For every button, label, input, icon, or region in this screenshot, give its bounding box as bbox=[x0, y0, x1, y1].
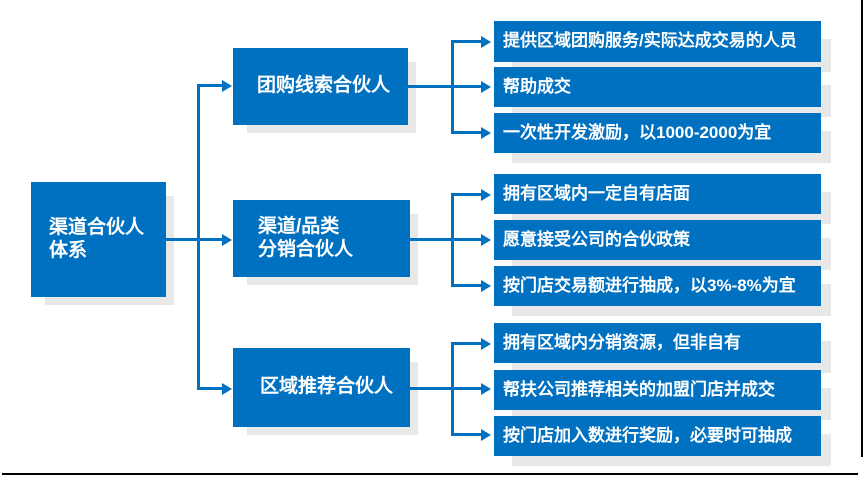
leaf-label: 按门店加入数进行奖励，必要时可抽成 bbox=[503, 425, 792, 445]
leaf-node: 按门店交易额进行抽成，以3%-8%为宜 bbox=[494, 266, 821, 306]
arrowhead-icon bbox=[481, 429, 491, 441]
leaf-label: 按门店交易额进行抽成，以3%-8%为宜 bbox=[503, 275, 796, 295]
arrowhead-icon bbox=[481, 234, 491, 246]
arrowhead-icon bbox=[222, 234, 232, 246]
node-label: 团购线索合伙人 bbox=[257, 75, 391, 97]
connector-branch3-bracket bbox=[451, 342, 454, 436]
node-label: 渠道合伙人 体系 bbox=[49, 217, 145, 261]
leaf-node: 帮助成交 bbox=[494, 67, 821, 107]
arrowhead-icon bbox=[481, 338, 491, 350]
leaf-node: 按门店加入数进行奖励，必要时可抽成 bbox=[494, 416, 821, 456]
leaf-label: 帮扶公司推荐相关的加盟门店并成交 bbox=[503, 379, 775, 399]
leaf-node: 拥有区域内分销资源，但非自有 bbox=[494, 323, 821, 363]
connector-to-branch-3 bbox=[197, 387, 222, 390]
leaf-label: 帮助成交 bbox=[503, 76, 571, 96]
page-border-bottom-line bbox=[2, 473, 858, 475]
arrowhead-icon bbox=[481, 36, 491, 48]
leaf-node: 一次性开发激励，以1000-2000为宜 bbox=[494, 113, 821, 153]
arrowhead-icon bbox=[222, 80, 232, 92]
connector-trunk bbox=[197, 84, 200, 390]
connector-branch3-feed bbox=[410, 387, 482, 390]
connector-to-branch-1 bbox=[197, 84, 222, 87]
arrowhead-icon bbox=[222, 383, 232, 395]
leaf-node: 愿意接受公司的合伙政策 bbox=[494, 220, 821, 260]
connector-branch1-feed bbox=[408, 85, 482, 88]
connector-branch2-bracket bbox=[451, 193, 454, 287]
connector-branch3-row3 bbox=[451, 433, 482, 436]
connector-branch1-row1 bbox=[451, 40, 482, 43]
leaf-label: 拥有区域内分销资源，但非自有 bbox=[503, 332, 741, 352]
leaf-node: 帮扶公司推荐相关的加盟门店并成交 bbox=[494, 370, 821, 410]
connector-branch2-row3 bbox=[451, 284, 482, 287]
leaf-label: 一次性开发激励，以1000-2000为宜 bbox=[503, 122, 772, 142]
arrowhead-icon bbox=[481, 189, 491, 201]
arrowhead-icon bbox=[481, 127, 491, 139]
leaf-label: 提供区域团购服务/实际达成交易的人员 bbox=[503, 31, 797, 51]
connector-root-out bbox=[166, 238, 222, 241]
leaf-node: 拥有区域内一定自有店面 bbox=[494, 174, 821, 214]
arrowhead-icon bbox=[481, 280, 491, 292]
connector-branch2-feed bbox=[410, 238, 482, 241]
arrowhead-icon bbox=[481, 81, 491, 93]
node-regional-referral-partner: 区域推荐合伙人 bbox=[233, 348, 410, 427]
connector-branch2-row1 bbox=[451, 193, 482, 196]
leaf-node: 提供区域团购服务/实际达成交易的人员 bbox=[494, 21, 821, 62]
node-channel-partner-system: 渠道合伙人 体系 bbox=[31, 182, 166, 297]
leaf-label: 愿意接受公司的合伙政策 bbox=[503, 229, 690, 249]
connector-branch1-bracket bbox=[451, 40, 454, 134]
node-channel-category-distribution-partner: 渠道/品类 分销合伙人 bbox=[233, 200, 410, 277]
node-label: 渠道/品类 分销合伙人 bbox=[258, 216, 354, 260]
node-label: 区域推荐合伙人 bbox=[260, 376, 394, 398]
node-group-buy-lead-partner: 团购线索合伙人 bbox=[233, 48, 408, 125]
arrowhead-icon bbox=[481, 383, 491, 395]
page-border-right-line bbox=[861, 0, 863, 457]
connector-branch1-row3 bbox=[451, 131, 482, 134]
leaf-label: 拥有区域内一定自有店面 bbox=[503, 183, 690, 203]
connector-branch3-row1 bbox=[451, 342, 482, 345]
